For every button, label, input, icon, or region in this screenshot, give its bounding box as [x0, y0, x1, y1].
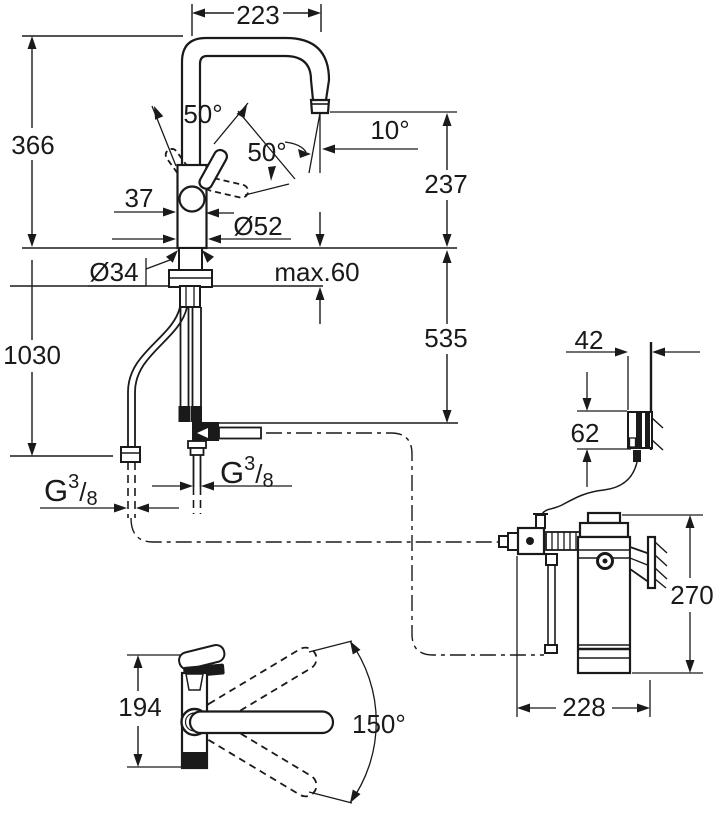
wall-plate: [646, 535, 657, 590]
filter-unit: [498, 511, 668, 675]
label-filter-width: 228: [562, 692, 605, 722]
label-body-diameter: Ø52: [233, 211, 282, 241]
label-swivel-angle: 150°: [352, 709, 406, 739]
label-lever-angle-down: 50°: [247, 137, 286, 167]
label-height-above-counter: 366: [11, 130, 54, 160]
thread-center-letter: G: [220, 455, 244, 490]
label-hole-diameter: Ø34: [89, 257, 138, 287]
lever-dashed-down: [204, 177, 249, 199]
dim-counter-thickness: [315, 212, 325, 324]
label-thread-center: G3/8: [220, 453, 274, 492]
lever-solid: [198, 148, 229, 190]
spout-outline: [180, 36, 331, 165]
route-outlet-to-filter: [266, 432, 544, 656]
label-outlet-tilt: 10°: [370, 115, 409, 145]
label-spout-reach: 223: [236, 0, 279, 30]
dim-spout-reach: [191, 4, 322, 36]
swivel-arm-dashed-down: [202, 718, 318, 798]
outlet-tilt-annotation: [284, 111, 457, 174]
thread-center-sub: 8: [262, 470, 273, 492]
angle-annotations-50: [151, 102, 296, 181]
route-cold-to-valve: [130, 517, 498, 543]
top-view-spout-arm: [188, 710, 335, 735]
thread-left-sup: 3: [68, 471, 79, 493]
label-filter-height: 270: [670, 580, 713, 610]
faucet-body: [164, 148, 290, 250]
dim-handle-width: [114, 207, 234, 218]
control-box: [541, 342, 664, 515]
thread-left-sub: 8: [86, 488, 97, 510]
label-handle-width: 37: [125, 183, 154, 213]
label-box-width: 42: [575, 325, 604, 355]
dim-thread-left: [40, 503, 179, 513]
dim-heights-left: [10, 35, 183, 457]
swivel-arm-dashed-up: [202, 646, 318, 726]
label-lever-angle-up: 50°: [183, 99, 222, 129]
top-view: [127, 640, 377, 804]
thread-center-slash: /: [255, 459, 263, 489]
dim-body-diameter: [112, 234, 291, 244]
label-counter-thickness: max.60: [274, 257, 359, 287]
thread-left-slash: /: [79, 477, 87, 507]
thread-center-sup: 3: [244, 453, 255, 475]
dim-box-width: [566, 347, 700, 410]
label-thread-left: G3/8: [44, 471, 98, 510]
label-box-height: 62: [571, 418, 600, 448]
supply-hoses: [120, 306, 262, 518]
label-under-counter-depth: 535: [424, 323, 467, 353]
hose-routing-lines: [130, 432, 544, 656]
swivel-arc: [349, 640, 377, 804]
dim-box-height: [577, 372, 631, 487]
dim-filter-width: [516, 556, 651, 717]
dim-heights-right: [205, 113, 458, 424]
dim-hole-diameter: [88, 250, 214, 287]
label-outlet-height: 237: [424, 169, 467, 199]
countertop: [10, 247, 457, 308]
dim-filter-height: [622, 514, 703, 674]
label-top-view-depth: 194: [118, 692, 161, 722]
thread-left-letter: G: [44, 473, 68, 508]
dimension-labels: 223 366 50° 50° 10° 237 37 Ø52 Ø34 max.6…: [3, 0, 714, 739]
label-total-height: 1030: [3, 340, 61, 370]
dim-thread-center: [152, 481, 292, 491]
control-cable: [541, 461, 638, 515]
